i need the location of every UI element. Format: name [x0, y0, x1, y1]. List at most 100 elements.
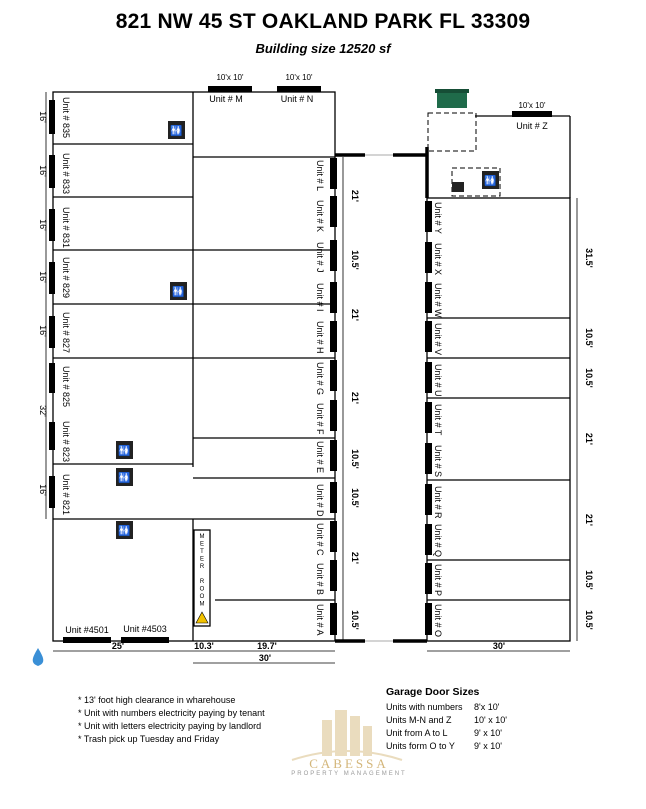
garage-door-row: Unit from A to L 9' x 10' [386, 727, 507, 740]
svg-text:🚻: 🚻 [118, 444, 130, 457]
right-dim: 10.5' [584, 328, 594, 348]
row-size: 10' x 10' [474, 715, 507, 725]
left-unit-label: Unit # 831 [61, 207, 71, 248]
left-unit-label: Unit # 825 [61, 366, 71, 407]
dim-25: 25' [112, 641, 124, 651]
row-size: 8'x 10' [474, 702, 500, 712]
row-label: Unit from A to L [386, 728, 448, 738]
note-item: * 13' foot high clearance in wharehouse [78, 695, 236, 705]
center-unit-label: Unit # H [315, 321, 325, 354]
center-unit-label: Unit # D [315, 484, 325, 517]
note-item: * Unit with letters electricity paying b… [78, 721, 262, 731]
garage-door-row: Units form O to Y 9' x 10' [386, 740, 507, 753]
unit-z-label: Unit # Z [516, 121, 548, 131]
left-unit-label: Unit # 835 [61, 97, 71, 138]
garage-door-row: Units with numbers 8'x 10' [386, 701, 507, 714]
right-dim: 10.5' [584, 570, 594, 590]
svg-text:🚻: 🚻 [118, 524, 130, 537]
center-unit-label: Unit # E [315, 441, 325, 473]
dim-10-3: 10.3' [194, 641, 214, 651]
unit-m-door-size: 10'x 10' [216, 73, 244, 82]
unit-n-label: Unit # N [281, 94, 314, 104]
garage-door-sizes: Garage Door Sizes Units with numbers 8'x … [386, 686, 507, 753]
row-label: Units form O to Y [386, 741, 455, 751]
center-unit-label: Unit # G [315, 362, 325, 395]
left-unit-dim: 16' [38, 325, 48, 337]
row-label: Units with numbers [386, 702, 463, 712]
svg-text:🚻: 🚻 [170, 124, 182, 137]
right-unit-label: Unit # X [433, 243, 443, 275]
restroom-icon-1: 🚻 [168, 121, 185, 139]
center-dim: 10.5' [350, 250, 360, 270]
right-dim: 10.5' [584, 610, 594, 630]
center-dim: 21' [350, 392, 360, 404]
left-unit-dim: 16' [38, 111, 48, 123]
unit-n-door-size: 10'x 10' [285, 73, 313, 82]
logo-name: CABESSA [309, 756, 389, 771]
left-unit-dim: 16' [38, 271, 48, 283]
right-dim: 31.5' [584, 248, 594, 268]
svg-text:🚻: 🚻 [172, 285, 184, 298]
right-unit-label: Unit # S [433, 445, 443, 477]
left-unit-label: Unit # 833 [61, 153, 71, 194]
right-unit-label: Unit # P [433, 564, 443, 596]
center-unit-label: Unit # K [315, 200, 325, 232]
left-unit-label: Unit # 821 [61, 474, 71, 515]
cabessa-logo-icon [291, 710, 403, 761]
right-dim: 21' [584, 514, 594, 526]
unit-z-door-size: 10'x 10' [518, 101, 546, 110]
left-unit-label: Unit # 829 [61, 257, 71, 298]
meter-room-letter: O [200, 587, 205, 593]
meter-room-letter: O [200, 594, 205, 600]
row-label: Units M-N and Z [386, 715, 452, 725]
center-unit-label: Unit # F [315, 403, 325, 435]
center-unit-label: Unit # J [315, 242, 325, 273]
right-unit-label: Unit # Q [433, 524, 443, 557]
left-unit-dim: 16' [38, 165, 48, 177]
right-unit-label: Unit # O [433, 604, 443, 637]
left-unit-dim: 16' [38, 484, 48, 496]
restroom-icon-2: 🚻 [170, 282, 187, 300]
warning-icon [195, 611, 209, 624]
row-size: 9' x 10' [474, 728, 502, 738]
meter-room-letter: M [200, 602, 205, 608]
right-unit-label: Unit # V [433, 323, 443, 355]
svg-text:🚻: 🚻 [118, 471, 130, 484]
left-unit-dim: 16' [38, 219, 48, 231]
meter-room-letter: R [200, 579, 205, 585]
right-unit-label: Unit # T [433, 404, 443, 436]
logo-tagline: PROPERTY MANAGEMENT [291, 771, 407, 777]
garage-door-title: Garage Door Sizes [386, 686, 480, 698]
dim-30-center: 30' [259, 653, 271, 663]
right-unit-label: Unit # U [433, 364, 443, 397]
center-dim: 21' [350, 190, 360, 202]
center-dim: 10.5' [350, 610, 360, 630]
meter-room-letter [201, 572, 203, 578]
restroom-icon-3: 🚻 [116, 441, 133, 459]
left-unit-dim: 32' [38, 405, 48, 417]
left-unit-label: Unit # 827 [61, 312, 71, 353]
center-unit-label: Unit # I [315, 283, 325, 312]
right-dim: 21' [584, 433, 594, 445]
garage-door-row: Units M-N and Z 10' x 10' [386, 714, 507, 727]
page-title: 821 NW 45 ST OAKLAND PARK FL 33309 [115, 10, 531, 33]
utility-box-icon [452, 182, 464, 192]
dim-19-7: 19.7' [257, 641, 277, 651]
right-unit-label: Unit # R [433, 486, 443, 519]
row-size: 9' x 10' [474, 741, 502, 751]
right-unit-label: Unit # Y [433, 202, 443, 234]
meter-room-letter: E [200, 557, 204, 563]
left-unit-label: Unit # 823 [61, 421, 71, 462]
restroom-icon-6: 🚻 [482, 171, 499, 189]
meter-room-letter: R [200, 564, 205, 570]
restroom-icon-5: 🚻 [116, 521, 133, 539]
restroom-icon-4: 🚻 [116, 468, 133, 486]
center-dim: 21' [350, 309, 360, 321]
water-drop-icon [32, 648, 44, 666]
unit-4503-label: Unit #4503 [123, 624, 167, 634]
building-size: Building size 12520 sf [255, 41, 391, 56]
dim-30-right: 30' [493, 641, 505, 651]
dumpster-icon [435, 89, 469, 108]
center-unit-label: Unit # L [315, 160, 325, 191]
